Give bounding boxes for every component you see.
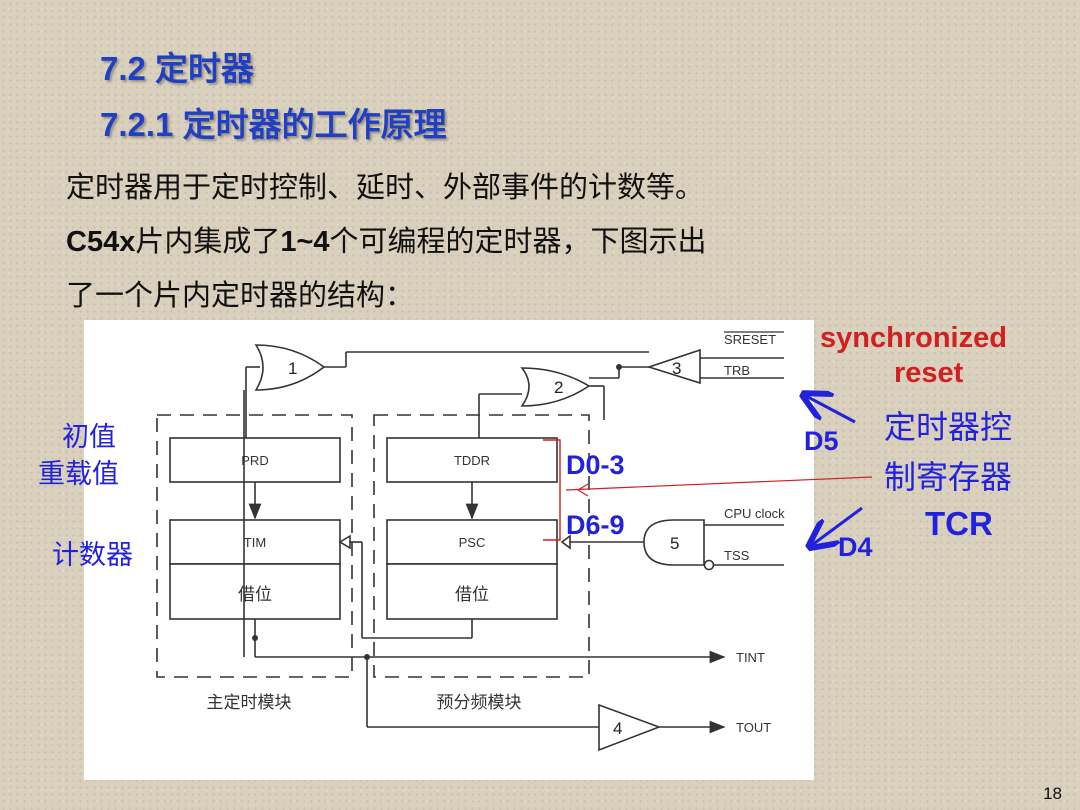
or-gate-1 (254, 344, 326, 391)
timer-structure-svg: 1 2 3 4 5 SRESET TRB CPU clock TSS TINT … (156, 331, 785, 752)
inverter-gate-3 (646, 348, 701, 385)
psc-borrow-box (386, 563, 558, 620)
intro-line-2-text-b: 个可编程的定时器，下图示出 (329, 224, 707, 258)
intro-line-2: C54x片内集成了1~4个可编程的定时器，下图示出 (66, 214, 1026, 269)
gate-label-1: 1 (288, 359, 297, 378)
annotation-reset: reset (894, 357, 964, 389)
signal-cpu-clock: CPU clock (724, 506, 785, 521)
label-prescaler-module: 预分频模块 (437, 693, 522, 713)
gate-label-4: 4 (613, 719, 622, 738)
label-prd: PRD (241, 453, 268, 468)
annotation-synchronized: synchronized (820, 322, 1007, 354)
signal-tout: TOUT (736, 720, 771, 735)
signal-sreset: SRESET (724, 332, 776, 347)
intro-line-2-text-a: 片内集成了 (135, 224, 281, 258)
annotation-tcr-line1: 定时器控 (884, 408, 1013, 446)
chip-name: C54x (66, 226, 136, 258)
annotation-d6-9: D6-9 (566, 510, 625, 540)
annotation-reload-value: 重载值 (38, 459, 119, 490)
slide-subtitle: 7.2.1 定时器的工作原理 (100, 106, 447, 143)
prescaler-module-box (373, 414, 590, 678)
label-borrow-main: 借位 (238, 585, 272, 605)
or-gate-2 (520, 367, 591, 407)
annotation-initial-value: 初值 (62, 422, 116, 453)
annotation-tcr: TCR (925, 505, 993, 542)
signal-tss: TSS (724, 548, 750, 563)
label-borrow-pre: 借位 (455, 585, 489, 605)
slide-title: 7.2 定时器 (100, 50, 255, 87)
intro-line-3: 了一个片内定时器的结构： (66, 278, 415, 312)
label-tim: TIM (244, 535, 266, 550)
tim-borrow-box (169, 563, 341, 620)
main-timer-module-box (156, 414, 353, 678)
tcr-pointer-line (565, 476, 873, 491)
signal-trb: TRB (724, 363, 750, 378)
annotation-d5: D5 (804, 426, 839, 456)
gate-label-3: 3 (672, 359, 681, 378)
d0-3-bracket (543, 439, 561, 541)
timer-count: 1~4 (280, 226, 330, 258)
d5-arrow (806, 396, 856, 424)
intro-line-1: 定时器用于定时控制、延时、外部事件的计数等。 (66, 170, 705, 204)
gate-label-5: 5 (670, 534, 679, 553)
label-psc: PSC (459, 535, 486, 550)
annotation-counter: 计数器 (52, 540, 133, 571)
d4-arrow (812, 506, 863, 545)
annotation-tcr-line2: 制寄存器 (884, 458, 1013, 496)
signal-tint: TINT (736, 650, 765, 665)
page-number: 18 (1043, 784, 1062, 803)
label-main-module: 主定时模块 (207, 693, 292, 713)
label-tddr: TDDR (454, 453, 490, 468)
annotation-d0-3: D0-3 (566, 450, 625, 480)
timer-diagram: 1 2 3 4 5 SRESET TRB CPU clock TSS TINT … (84, 320, 814, 780)
annotation-d4: D4 (838, 532, 873, 562)
gate-label-2: 2 (554, 378, 563, 397)
